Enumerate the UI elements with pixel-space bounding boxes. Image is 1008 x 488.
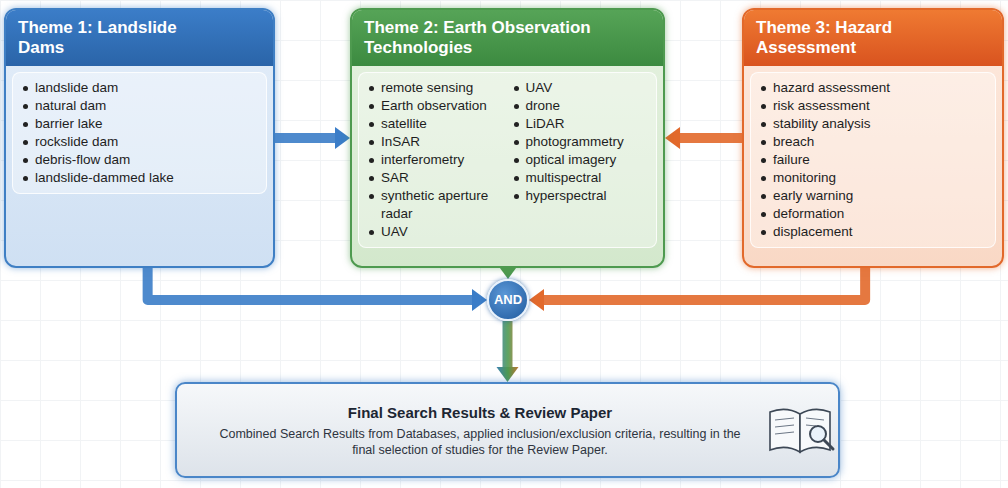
keyword-item: early warning <box>759 187 989 205</box>
keyword-item: remote sensing <box>367 79 506 97</box>
theme-box: Theme 3: Hazard Assessment hazard assessm… <box>742 8 1004 268</box>
keyword-item: barrier lake <box>21 115 260 133</box>
keyword-item: synthetic aperture radar <box>367 187 506 223</box>
keyword-list: remote sensingEarth observationsatellite… <box>358 72 657 248</box>
keyword-item: drone <box>512 97 651 115</box>
landslide-icon <box>214 17 264 57</box>
keyword-item: breach <box>759 133 989 151</box>
keyword-item: InSAR <box>367 133 506 151</box>
arrow-head <box>529 289 544 311</box>
theme-box: Theme 2: Earth Observation Technologies r… <box>350 8 665 268</box>
arrow-head <box>472 289 487 311</box>
keyword-item: stability analysis <box>759 115 989 133</box>
keyword-item: satellite <box>367 115 506 133</box>
arrow-shaft <box>148 268 474 300</box>
arrow-shaft <box>275 133 337 143</box>
keyword-item: interferometry <box>367 151 506 169</box>
result-box: Final Search Results & Review PaperCombi… <box>175 382 840 478</box>
arrow-head <box>497 367 519 382</box>
warning-icon <box>934 18 998 58</box>
theme-box: Theme 1: Landslide Dams landslide damnatu… <box>4 8 275 268</box>
theme-heading: Theme 1: Landslide Dams <box>6 10 273 66</box>
keyword-column: remote sensingEarth observationsatellite… <box>367 79 506 241</box>
keyword-list: landslide damnatural dambarrier lakerock… <box>12 72 267 194</box>
theme-heading: Theme 3: Hazard Assessment <box>744 10 1002 66</box>
arrow-shaft <box>503 321 513 369</box>
book-magnifier-icon <box>770 409 833 452</box>
keyword-column: hazard assessmentrisk assessmentstabilit… <box>759 79 989 241</box>
keyword-item: multispectral <box>512 169 651 187</box>
arrow-shaft <box>678 133 742 143</box>
keyword-item: debris-flow dam <box>21 151 260 169</box>
keyword-item: Earth observation <box>367 97 506 115</box>
keyword-item: LiDAR <box>512 115 651 133</box>
keyword-column: landslide damnatural dambarrier lakerock… <box>21 79 260 187</box>
keyword-item: UAV <box>367 223 506 241</box>
keyword-item: risk assessment <box>759 97 989 115</box>
and-operator: AND <box>487 279 529 321</box>
keyword-item: deformation <box>759 205 989 223</box>
flow-arrow <box>529 268 865 311</box>
keyword-item: failure <box>759 151 989 169</box>
keyword-item: rockslide dam <box>21 133 260 151</box>
keyword-column: UAVdroneLiDARphotogrammetryoptical image… <box>512 79 651 241</box>
flow-arrow <box>148 268 487 311</box>
keyword-item: hazard assessment <box>759 79 989 97</box>
keyword-item: landslide dam <box>21 79 260 97</box>
result-title: Final Search Results & Review Paper <box>348 403 612 422</box>
arrow-head <box>665 127 680 149</box>
keyword-list: hazard assessmentrisk assessmentstabilit… <box>750 72 996 248</box>
flow-arrow <box>497 321 519 382</box>
result-description: Combined Search Results from Databases, … <box>217 426 743 458</box>
keyword-item: photogrammetry <box>512 133 651 151</box>
keyword-item: displacement <box>759 223 989 241</box>
flow-arrow <box>275 127 350 149</box>
keyword-item: monitoring <box>759 169 989 187</box>
keyword-item: SAR <box>367 169 506 187</box>
flow-arrow <box>665 127 742 149</box>
theme-heading: Theme 2: Earth Observation Technologies <box>352 10 663 66</box>
keyword-item: natural dam <box>21 97 260 115</box>
keyword-item: hyperspectral <box>512 187 651 205</box>
keyword-item: landslide-dammed lake <box>21 169 260 187</box>
arrow-shaft <box>542 268 865 300</box>
satellite-icon <box>595 19 653 61</box>
operator-label: AND <box>494 293 522 307</box>
keyword-item: UAV <box>512 79 651 97</box>
keyword-item: optical imagery <box>512 151 651 169</box>
arrow-head <box>335 127 350 149</box>
